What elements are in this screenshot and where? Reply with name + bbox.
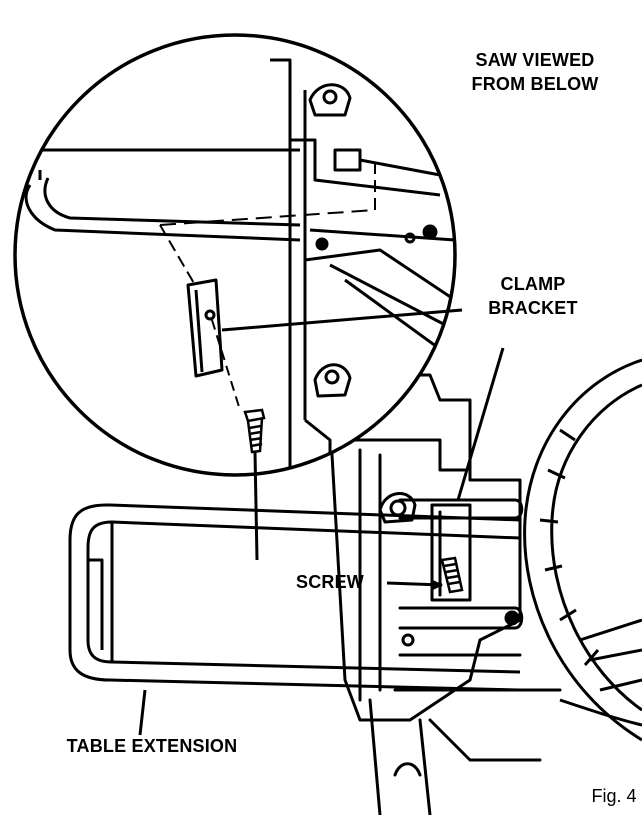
table-extension-label: TABLE EXTENSION bbox=[67, 736, 238, 756]
saw-body bbox=[328, 373, 562, 817]
screw-label: SCREW bbox=[296, 572, 364, 592]
screw-arrow-head bbox=[431, 579, 444, 591]
table-extension bbox=[68, 503, 521, 692]
clamp-bracket-label-line1: CLAMP bbox=[501, 274, 566, 294]
clamp-bracket-label-line2: BRACKET bbox=[488, 298, 577, 318]
leader-lines bbox=[138, 308, 505, 736]
blade-guard bbox=[523, 358, 642, 742]
figure-number: Fig. 4 bbox=[591, 786, 636, 806]
saw-view-label-line2: FROM BELOW bbox=[472, 74, 599, 94]
magnifier bbox=[13, 33, 457, 477]
clamp-bracket-leader-lower bbox=[456, 347, 505, 501]
table-extension-leader bbox=[138, 689, 147, 736]
loose-screw bbox=[243, 408, 266, 454]
clamp-bracket-leader-upper bbox=[221, 308, 463, 332]
screw-leader-left bbox=[253, 451, 259, 561]
installed-screw bbox=[440, 556, 464, 594]
saw-view-label-line1: SAW VIEWED bbox=[475, 50, 594, 70]
